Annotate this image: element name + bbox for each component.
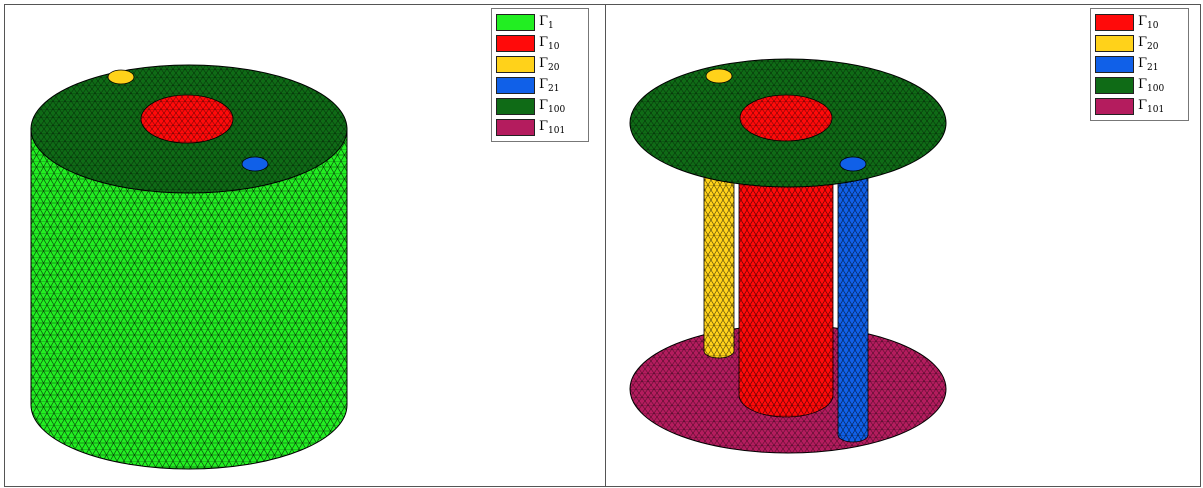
- legend-label: Γ20: [1138, 35, 1159, 52]
- legend-swatch: [1095, 98, 1134, 115]
- legend-swatch: [496, 98, 535, 115]
- legend-item: Γ100: [496, 96, 582, 117]
- left-figure-panel: Γ1 Γ10 Γ20 Γ21 Γ100 Γ101: [4, 4, 606, 487]
- cylinder-outline: [30, 129, 348, 470]
- legend-swatch: [1095, 77, 1134, 94]
- legend-label: Γ100: [1138, 77, 1165, 94]
- legend-label: Γ21: [539, 77, 560, 94]
- legend-item: Γ1: [496, 12, 582, 33]
- small-hole-gamma-20: [107, 69, 135, 85]
- legend-swatch: [496, 77, 535, 94]
- legend-item: Γ10: [1095, 12, 1182, 33]
- legend-item: Γ21: [1095, 54, 1182, 75]
- rod-gamma-21: [837, 162, 869, 443]
- legend-label: Γ100: [539, 98, 566, 115]
- small-hole-gamma-21: [241, 156, 269, 172]
- legend-label: Γ101: [539, 119, 566, 136]
- legend-label: Γ21: [1138, 56, 1159, 73]
- legend-swatch: [1095, 35, 1134, 52]
- top-hole-gamma-21: [839, 156, 867, 172]
- legend-item: Γ100: [1095, 75, 1182, 96]
- legend-swatch: [1095, 56, 1134, 73]
- legend-swatch: [496, 56, 535, 73]
- legend-label: Γ10: [539, 35, 560, 52]
- legend-item: Γ101: [496, 117, 582, 138]
- top-hole-gamma-20: [705, 68, 733, 84]
- legend-left: Γ1 Γ10 Γ20 Γ21 Γ100 Γ101: [491, 8, 589, 142]
- legend-label: Γ10: [1138, 14, 1159, 31]
- legend-item: Γ21: [496, 75, 582, 96]
- legend-swatch: [1095, 14, 1134, 31]
- right-figure-panel: Γ10 Γ20 Γ21 Γ100 Γ101: [605, 4, 1201, 487]
- column-gamma-10: [738, 116, 834, 418]
- legend-swatch: [496, 35, 535, 52]
- legend-item: Γ20: [1095, 33, 1182, 54]
- legend-label: Γ1: [539, 14, 554, 31]
- legend-swatch: [496, 119, 535, 136]
- legend-label: Γ20: [539, 56, 560, 73]
- closed-cylinder-mesh: [30, 64, 348, 470]
- legend-item: Γ101: [1095, 96, 1182, 117]
- legend-item: Γ10: [496, 33, 582, 54]
- legend-item: Γ20: [496, 54, 582, 75]
- legend-label: Γ101: [1138, 98, 1165, 115]
- exploded-cylinder-mesh: [629, 58, 947, 454]
- legend-right: Γ10 Γ20 Γ21 Γ100 Γ101: [1090, 8, 1189, 121]
- legend-swatch: [496, 14, 535, 31]
